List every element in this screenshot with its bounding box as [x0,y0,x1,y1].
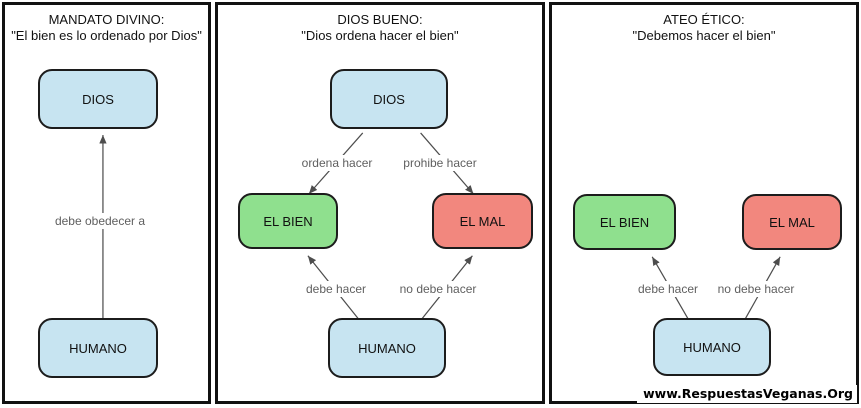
node-el-bien: EL BIEN [573,194,676,250]
edge-label-debe-obedecer: debe obedecer a [51,213,149,229]
edge-label-debe-hacer: debe hacer [634,281,702,297]
node-el-mal: EL MAL [742,194,842,250]
panel-subtitle: "El bien es lo ordenado por Dios" [11,28,202,43]
node-label: DIOS [373,91,405,107]
node-label: HUMANO [69,340,127,356]
node-el-mal: EL MAL [432,193,533,249]
edge-label-debe-hacer: debe hacer [302,281,370,297]
panel-subtitle: "Debemos hacer el bien" [632,28,776,43]
node-dios: DIOS [38,69,158,129]
node-humano: HUMANO [328,318,446,378]
panel-dios-bueno: DIOS BUENO: "Dios ordena hacer el bien" … [215,2,545,404]
node-label: EL MAL [769,214,815,230]
panel-mandato-divino: MANDATO DIVINO: "El bien es lo ordenado … [2,2,211,404]
edge-label-ordena-hacer: ordena hacer [298,155,376,171]
panel-title: DIOS BUENO: [337,12,423,27]
panel-subtitle: "Dios ordena hacer el bien" [301,28,459,43]
node-label: EL MAL [459,213,506,229]
node-label: EL BIEN [263,213,313,229]
panel-header: ATEO ÉTICO: "Debemos hacer el bien" [552,12,856,44]
edge-label-no-debe-hacer: no debe hacer [396,281,480,297]
node-label: DIOS [82,91,114,107]
panel-header: DIOS BUENO: "Dios ordena hacer el bien" [218,12,542,44]
watermark-url: www.RespuestasVeganas.Org [637,385,857,403]
node-humano: HUMANO [653,318,771,376]
panel-title: MANDATO DIVINO: [48,12,165,27]
node-humano: HUMANO [38,318,158,378]
node-label: EL BIEN [599,214,650,230]
panel-ateo-etico: ATEO ÉTICO: "Debemos hacer el bien" EL B… [549,2,859,404]
node-label: HUMANO [358,340,416,356]
panel-title: ATEO ÉTICO: [663,12,745,27]
edge-label-no-debe-hacer: no debe hacer [714,281,798,297]
edge-label-prohibe-hacer: prohibe hacer [400,155,480,171]
node-dios: DIOS [330,69,448,129]
panel-header: MANDATO DIVINO: "El bien es lo ordenado … [5,12,208,44]
node-label: HUMANO [683,339,741,355]
node-el-bien: EL BIEN [238,193,338,249]
